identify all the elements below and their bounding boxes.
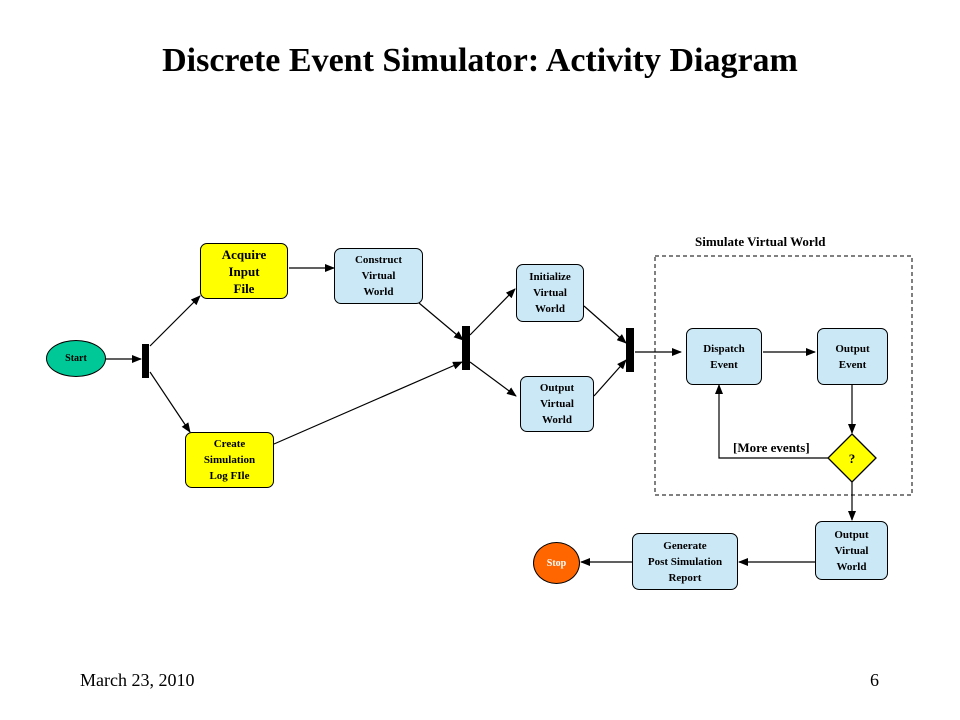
stop-node: Stop	[533, 542, 580, 584]
join-bar-1	[462, 326, 470, 370]
simulate-virtual-world-label: Simulate Virtual World	[695, 234, 826, 249]
footer-page-number: 6	[870, 670, 879, 690]
output-event-node: Output Event	[817, 328, 888, 385]
output-virtual-world-node-2: Output Virtual World	[815, 521, 888, 580]
edge-createlog-join	[273, 361, 463, 445]
more-events-guard-label: [More events]	[733, 440, 810, 455]
edge-fork-createlog	[149, 371, 191, 433]
edge-decision-dispatch-loop	[715, 384, 833, 459]
edge-join-outputworld	[469, 361, 517, 397]
start-node: Start	[46, 340, 106, 377]
create-simulation-log-node: Create Simulation Log FIle	[185, 432, 274, 488]
acquire-input-file-node: Acquire Input File	[200, 243, 288, 299]
edge-construct-join	[418, 302, 464, 341]
construct-virtual-world-node: Construct Virtual World	[334, 248, 423, 304]
generate-post-simulation-report-node: Generate Post Simulation Report	[632, 533, 738, 590]
join-bar-2	[626, 328, 634, 372]
edge-fork-acquire	[149, 295, 201, 347]
initialize-virtual-world-node: Initialize Virtual World	[516, 264, 584, 322]
footer-date: March 23, 2010	[80, 670, 195, 690]
edge-outputworld-join2	[593, 359, 627, 397]
edge-initialize-join2	[583, 305, 627, 344]
decision-node-label: ?	[849, 451, 856, 466]
decision-node	[827, 433, 877, 483]
simulate-region-border	[654, 255, 913, 496]
dispatch-event-node: Dispatch Event	[686, 328, 762, 385]
fork-bar-1	[142, 344, 149, 378]
edge-join-initialize	[469, 288, 516, 336]
output-virtual-world-node-1: Output Virtual World	[520, 376, 594, 432]
slide-title: Discrete Event Simulator: Activity Diagr…	[162, 42, 798, 79]
